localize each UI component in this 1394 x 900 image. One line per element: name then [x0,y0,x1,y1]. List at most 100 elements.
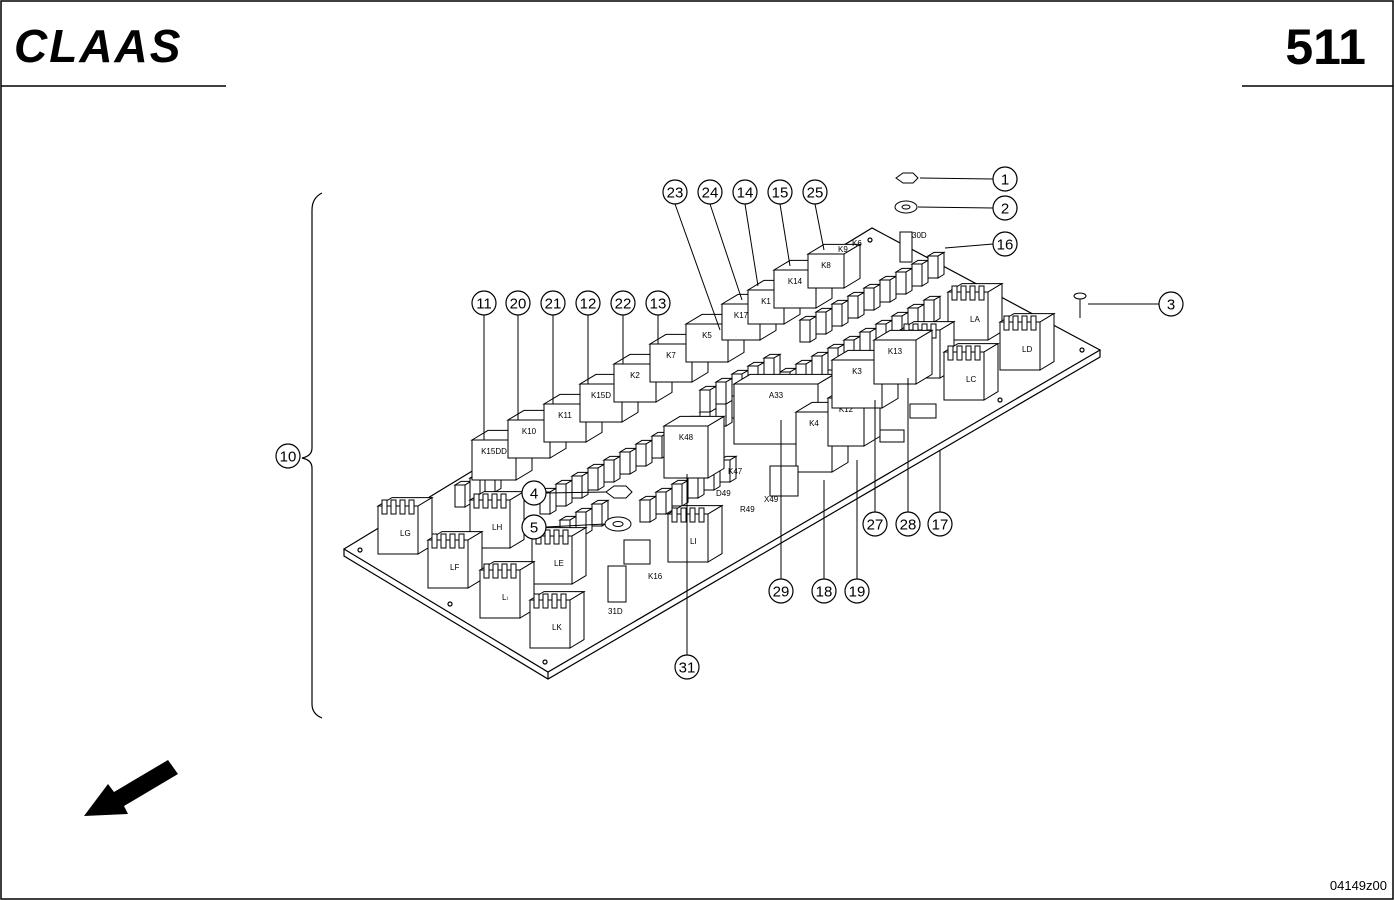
fuse-0 [453,480,473,508]
callout-3: 3 [1158,291,1184,317]
callout-number: 4 [530,486,538,503]
nut-icon [605,485,633,499]
fuse-40 [846,291,866,319]
fuse-7 [602,455,622,483]
leader-n15 [779,203,791,267]
callout-number: 5 [530,520,538,537]
callout-14: 14 [732,179,758,205]
connector-LL [478,560,536,619]
fuse-44 [910,259,930,287]
relay-label: K17 [734,311,749,320]
callout-number: 1 [1001,172,1009,189]
callout-number: 20 [510,296,527,313]
fuse-31 [638,495,658,523]
callout-18: 18 [811,578,837,604]
leader-n1 [919,177,994,180]
callout-number: 3 [1167,297,1175,314]
callout-24: 24 [697,179,723,205]
connector-LC [942,342,1000,401]
fuse-38 [814,307,834,335]
callout-number: 13 [650,296,667,313]
leader-n5 [545,523,606,528]
relay-label: K11 [558,411,572,420]
callout-27: 27 [862,511,888,537]
connector-label: LC [966,375,976,384]
relay-label: K15DD [481,447,507,456]
connector-LA [946,282,1004,341]
callout-number: 23 [667,185,684,202]
relay-label: K12 [839,405,854,414]
assembly-bracket [301,192,323,719]
leader-lines [483,177,1159,655]
relay-K8 [806,243,862,289]
component-17b-icon [879,429,905,443]
connector-LE [530,526,588,585]
callout-23: 23 [662,179,688,205]
label-r49: R49 [740,505,755,514]
callout-number: 31 [679,660,696,677]
callout-number: 14 [737,185,754,202]
connector-LK [528,590,586,649]
fuse-50 [698,385,718,413]
relay-label: K2 [630,371,640,380]
callout-number: 2 [1001,201,1009,218]
fuse-45 [926,251,946,279]
callout-21: 21 [540,290,566,316]
washer-hole-icon [612,521,624,527]
connector-label: LK [552,623,562,632]
callout-number: 22 [615,296,632,313]
callout-22: 22 [610,290,636,316]
direction-arrow [84,760,178,816]
relay-label: K7 [666,351,676,360]
fuse-41 [862,283,882,311]
connector-LH [468,490,526,549]
stud-30d-icon [899,231,913,263]
callout-28: 28 [895,511,921,537]
callout-15: 15 [767,179,793,205]
callout-11: 11 [471,290,497,316]
brand-logo: CLAAS [14,20,182,72]
callout-19: 19 [844,578,870,604]
leader-n14 [744,203,759,287]
page-number: 511 [1285,19,1366,75]
callout-number: 17 [932,517,949,534]
screw-head-icon [1073,292,1087,300]
fuse-5 [570,471,590,499]
stud-31d-icon [607,565,627,603]
relay-k16-icon [623,539,651,565]
label-k16: K16 [648,572,663,581]
drawing-code: 04149z00 [1330,878,1387,893]
fuse-27 [922,295,942,323]
callout-2: 2 [992,195,1018,221]
leader-n23 [674,203,721,331]
leader-n24 [709,203,743,301]
callout-number: 18 [816,584,833,601]
callout-number: 11 [476,296,492,313]
relay-label: K5 [702,331,712,340]
callout-number: 12 [580,296,597,313]
relay-label: K14 [788,277,803,286]
label-t31d: 31D [608,607,623,616]
callout-number: 29 [773,584,790,601]
hardware [604,172,1087,603]
connector-label: LG [400,529,411,538]
fuse-32 [654,487,674,515]
callout-number: 21 [545,296,562,313]
callout-4: 4 [521,480,547,506]
relay-label: K10 [522,427,537,436]
brand-logo-text: CLAAS [14,20,182,72]
label-t30d: 30D [912,231,927,240]
nut-icon [895,172,919,184]
connector-LG [376,496,434,555]
component-17-icon [909,403,937,419]
connector-label: LH [492,523,502,532]
connector-label: LD [1022,345,1032,354]
washer-hole-icon [901,204,911,210]
connector-label: LI [690,537,697,546]
callout-number: 28 [900,517,917,534]
relay-label: K3 [852,367,862,376]
callout-number: 27 [867,517,884,534]
fuse-8 [618,447,638,475]
relay-label: K13 [888,347,903,356]
